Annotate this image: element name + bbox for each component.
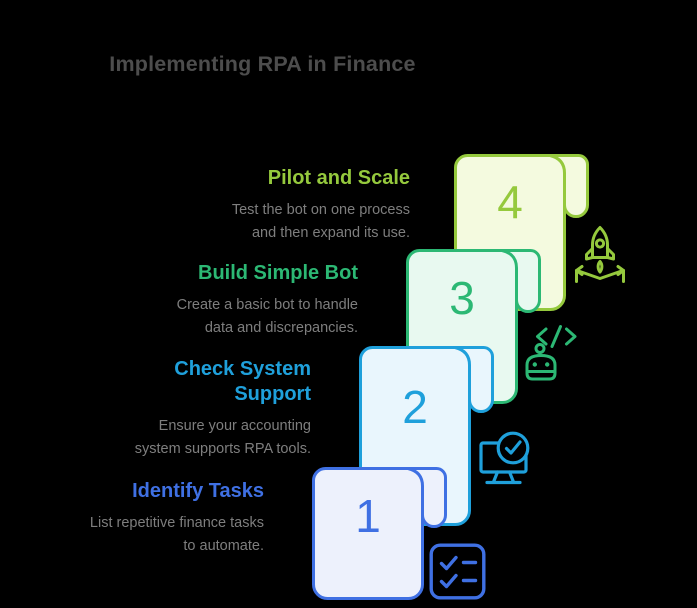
step-number-3: 3 — [449, 272, 475, 324]
step-description-line: Ensure your accounting — [158, 418, 311, 434]
step-description-line: to automate. — [183, 537, 264, 554]
step-description-line: Test the bot on one process — [231, 202, 410, 218]
step-panel-2: Check System Support Ensure your account… — [135, 357, 311, 460]
step-description-line: system supports RPA tools. — [134, 440, 311, 457]
step-panel-1: Identify Tasks List repetitive finance t… — [90, 479, 264, 557]
checklist-icon — [429, 543, 486, 600]
step-title-line: Identify Tasks — [132, 480, 264, 502]
step-description-line: List repetitive finance tasks — [89, 515, 264, 531]
step-title-line: Support — [234, 383, 311, 405]
step-number-1: 1 — [355, 490, 381, 542]
step-panel-4: Pilot and Scale Test the bot on one proc… — [232, 166, 410, 244]
step-description-line: and then expand its use. — [251, 224, 410, 241]
step-title-line: Build Simple Bot — [198, 262, 358, 284]
rocket-launch-icon — [575, 226, 625, 283]
monitor-check-icon — [479, 431, 530, 485]
page-title: Implementing RPA in Finance — [109, 52, 416, 76]
step-panel-3: Build Simple Bot Create a basic bot to h… — [177, 261, 358, 339]
step-title-line: Check System — [174, 358, 311, 380]
step-number-2: 2 — [402, 381, 428, 433]
step-description-line: Create a basic bot to handle — [176, 297, 358, 313]
step-number-4: 4 — [497, 176, 523, 228]
step-title-line: Pilot and Scale — [267, 167, 410, 189]
paper-scroll-step-1 — [312, 467, 447, 600]
step-description-line: data and discrepancies. — [204, 319, 358, 336]
robot-code-icon — [525, 325, 577, 381]
